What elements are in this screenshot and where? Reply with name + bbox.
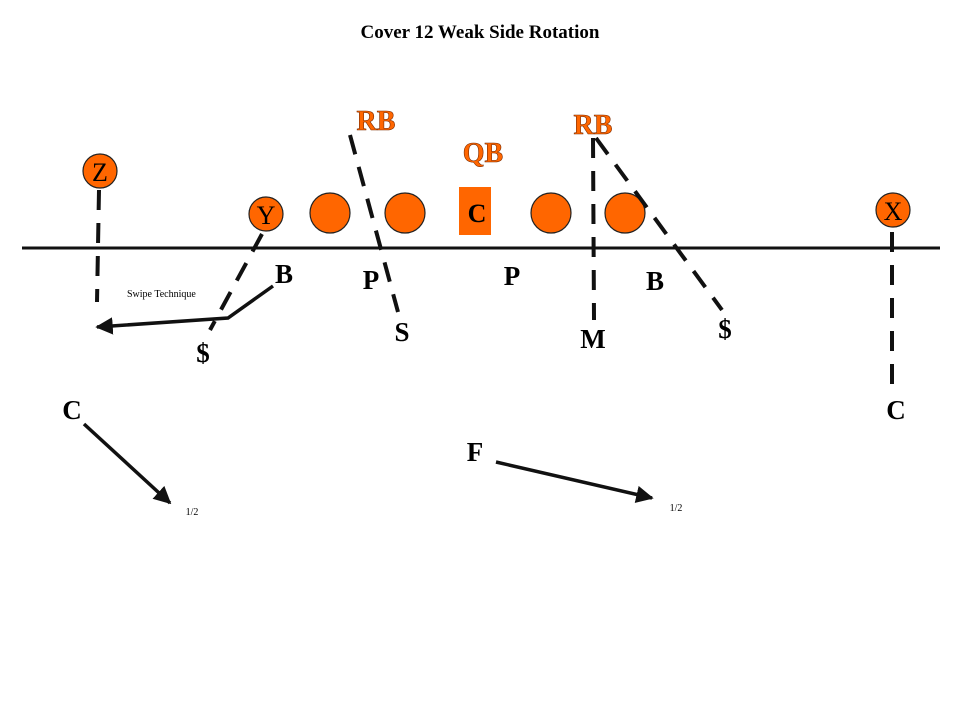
qb-label: QB [463,138,503,169]
y-label: Y [257,201,276,230]
free-safety-half-arrow [495,460,654,503]
swipe-arrow [95,284,275,335]
y-dashed-route [208,233,264,331]
defender-c-right: C [886,395,906,425]
defender-s: S [394,317,409,347]
offensive-lineman [530,192,572,234]
corner-half-arrow [82,422,172,505]
offensive-lineman [384,192,426,234]
z-label: Z [92,158,108,187]
defender-p-left: P [363,265,380,295]
diagram-title: Cover 12 Weak Side Rotation [361,22,600,43]
defender-f: F [467,437,484,467]
swipe-technique-note: Swipe Technique [127,289,196,300]
offensive-lineman [309,192,351,234]
rb-left-label: RB [357,106,396,137]
rb-right-label: RB [574,110,613,141]
center-box [459,187,491,235]
z-dashed-route [95,189,101,303]
defender-b-left: B [275,259,293,289]
defender-dollar-left: $ [196,338,210,368]
y-tight-end [248,196,284,232]
z-receiver [82,153,118,189]
defender-p-right: P [504,261,521,291]
x-label: X [884,197,903,226]
half-right-note: 1/2 [670,503,683,514]
half-left-note: 1/2 [186,507,199,518]
defender-m: M [580,324,605,354]
rb-right-diagonal-dashed-route [594,136,724,312]
rb-right-vertical-dashed-route [591,137,596,321]
defender-c-left: C [62,395,82,425]
defender-dollar-right: $ [718,314,732,344]
offensive-lineman [604,192,646,234]
defender-b-right: B [646,266,664,296]
x-receiver [875,192,911,228]
center-label: C [468,199,487,228]
